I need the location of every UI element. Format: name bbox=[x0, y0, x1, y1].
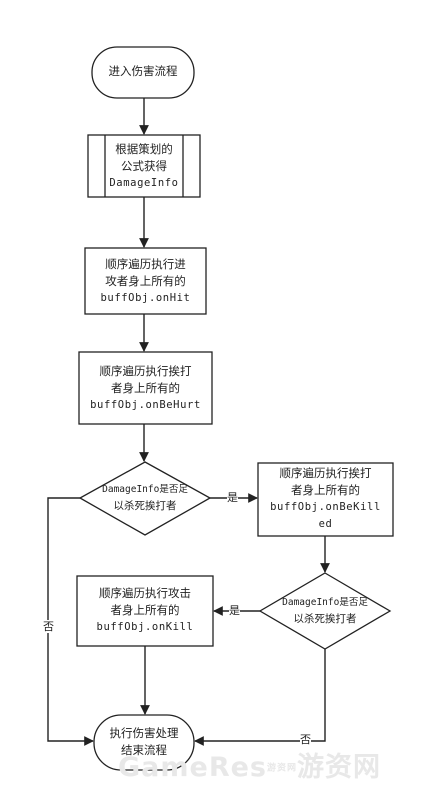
watermark-small: 游资网 bbox=[267, 763, 298, 774]
edge-label-no-1: 否 bbox=[43, 620, 54, 633]
target-onbekilled-label: 顺序遍历执行挨打 者身上所有的 buffObj.onBeKill ed bbox=[270, 466, 381, 530]
edge-label-yes-2: 是 bbox=[229, 604, 240, 617]
attacker-onhit-label: 顺序遍历执行进 攻者身上所有的 buffObj.onHit bbox=[100, 257, 191, 304]
watermark-cn: 游资网 bbox=[297, 752, 382, 783]
target-onbekilled-process bbox=[257, 462, 394, 537]
attacker-onkill-label: 顺序遍历执行攻击 者身上所有的 buffObj.onKill bbox=[96, 586, 194, 633]
arrow-decision1-no bbox=[47, 497, 94, 746]
target-onbehurt-process bbox=[78, 351, 213, 425]
start-terminal bbox=[91, 46, 195, 99]
get-damage-info-process bbox=[87, 134, 201, 198]
decision-kill-1-label: DamageInfo是否足 以杀死挨打者 bbox=[102, 484, 188, 512]
arrow-decision2-no bbox=[194, 649, 326, 746]
start-label: 进入伤害流程 bbox=[108, 64, 178, 78]
decision-kill-2-label: DamageInfo是否足 以杀死挨打者 bbox=[282, 597, 368, 625]
get-damage-info-label: 根据策划的 公式获得 DamageInfo bbox=[109, 142, 179, 189]
attacker-onkill-process bbox=[76, 575, 214, 647]
end-terminal bbox=[93, 714, 195, 771]
target-onbehurt-label: 顺序遍历执行挨打 者身上所有的 buffObj.onBeHurt bbox=[90, 364, 201, 411]
watermark: GameRes游资网游资网 bbox=[118, 748, 408, 788]
decision-kill-1 bbox=[78, 461, 212, 536]
edge-label-yes-1: 是 bbox=[227, 491, 238, 504]
watermark-main: GameRes bbox=[118, 752, 268, 783]
end-label: 执行伤害处理 结束流程 bbox=[109, 726, 179, 757]
attacker-onhit-process bbox=[84, 247, 207, 315]
edge-label-no-2: 否 bbox=[300, 733, 311, 746]
